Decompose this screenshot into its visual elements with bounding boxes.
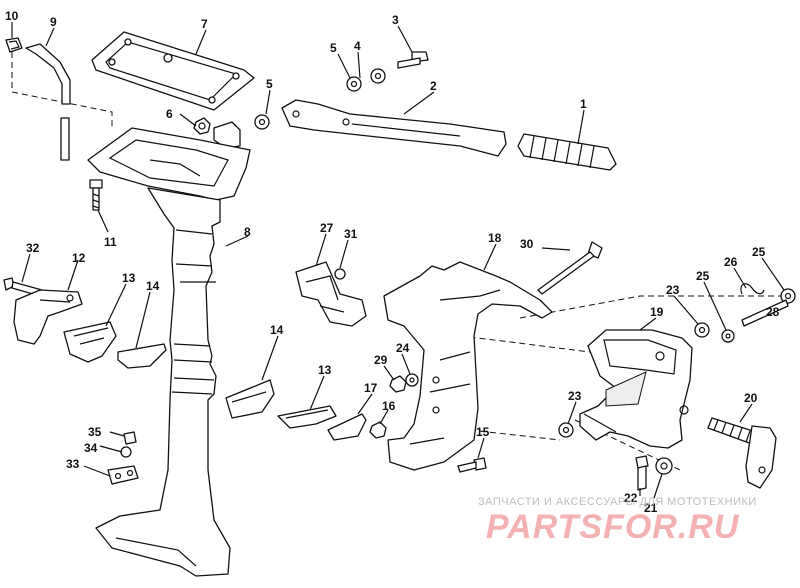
callout-23b: 23 [568, 389, 582, 403]
part-14-mount-left [117, 343, 167, 369]
part-11-bolt [89, 179, 103, 211]
callout-27: 27 [320, 221, 334, 235]
callout-34: 34 [84, 441, 98, 455]
callout-3: 3 [392, 13, 399, 27]
part-25-washer-right [780, 288, 796, 304]
part-16-nut [369, 421, 387, 439]
part-27-latch [295, 261, 367, 327]
callout-14a: 14 [146, 279, 160, 293]
part-25-washer-mid [721, 329, 735, 343]
part-23-washer-left [558, 422, 574, 438]
callout-26: 26 [724, 255, 738, 269]
leader-lines [11, 22, 785, 499]
part-10-clip [5, 37, 23, 53]
callout-4: 4 [354, 39, 361, 53]
part-4-washer [370, 68, 386, 84]
part-1-grip [517, 133, 617, 171]
part-9-hose [25, 43, 71, 161]
callout-25a: 25 [752, 245, 766, 259]
callout-23a: 23 [666, 283, 680, 297]
callout-18: 18 [488, 231, 502, 245]
callout-numbers: 1234556789101112131314141516171819202122… [5, 9, 780, 515]
callout-33: 33 [66, 457, 80, 471]
callout-20: 20 [744, 391, 758, 405]
callout-22: 22 [624, 491, 638, 505]
watermark-tagline: ЗАПЧАСТИ И АКСЕССУАРЫ ДЛЯ МОТОТЕХНИКИ [478, 496, 757, 508]
callout-17: 17 [364, 381, 378, 395]
watermark-logo: PARTSFOR.RU [486, 508, 740, 546]
callout-29: 29 [374, 353, 388, 367]
part-28-rod [741, 299, 789, 327]
callout-1: 1 [580, 97, 587, 111]
part-21-pad [655, 457, 673, 475]
part-5-washer-top [346, 76, 362, 92]
callout-19: 19 [650, 305, 664, 319]
callout-30: 30 [520, 237, 534, 251]
callout-25b: 25 [696, 269, 710, 283]
part-22-bolt [635, 455, 649, 491]
part-31-pin [334, 268, 346, 280]
part-33-plate [107, 465, 139, 485]
callout-7: 7 [201, 17, 208, 31]
part-35-screw [123, 431, 137, 445]
part-12-clamp [13, 289, 83, 345]
part-14-mount-right [225, 379, 275, 419]
callout-24: 24 [396, 341, 410, 355]
callout-14b: 14 [270, 323, 284, 337]
callout-28: 28 [766, 305, 780, 319]
callout-2: 2 [430, 79, 437, 93]
callout-16: 16 [382, 399, 396, 413]
part-19-clamp-bracket [579, 329, 693, 449]
part-3-bolt [397, 51, 429, 69]
part-2-tiller-arm [281, 99, 507, 157]
callout-35: 35 [88, 425, 102, 439]
callout-31: 31 [344, 227, 358, 241]
callout-13a: 13 [122, 271, 136, 285]
callout-5a: 5 [330, 41, 337, 55]
part-8-shaft-housing [87, 127, 251, 577]
callout-5b: 5 [266, 77, 273, 91]
part-13-liner-left [63, 321, 117, 363]
callout-6: 6 [166, 107, 173, 121]
parts-artwork [3, 31, 796, 577]
part-34-washer [120, 446, 132, 458]
part-15-bolt [457, 457, 487, 473]
part-24-washer [405, 373, 419, 387]
callout-21: 21 [644, 501, 658, 515]
part-17-pad [327, 413, 367, 441]
part-20-clamp-screw [707, 417, 777, 489]
callout-13b: 13 [318, 363, 332, 377]
part-5-washer-left [254, 114, 270, 130]
callout-11: 11 [104, 235, 117, 249]
callout-12: 12 [72, 251, 86, 265]
part-6-nut [193, 117, 241, 149]
part-13-liner-right [277, 405, 337, 429]
part-23-washer-right [694, 322, 710, 338]
callout-15: 15 [476, 425, 490, 439]
part-26-spring-clip [740, 283, 765, 295]
callout-10: 10 [5, 9, 19, 23]
part-7-gasket [91, 31, 255, 111]
part-18-swivel-bracket [383, 261, 553, 471]
callout-8: 8 [244, 225, 251, 239]
part-30-bolt [537, 241, 603, 295]
callout-9: 9 [50, 15, 57, 29]
callout-32: 32 [26, 241, 40, 255]
